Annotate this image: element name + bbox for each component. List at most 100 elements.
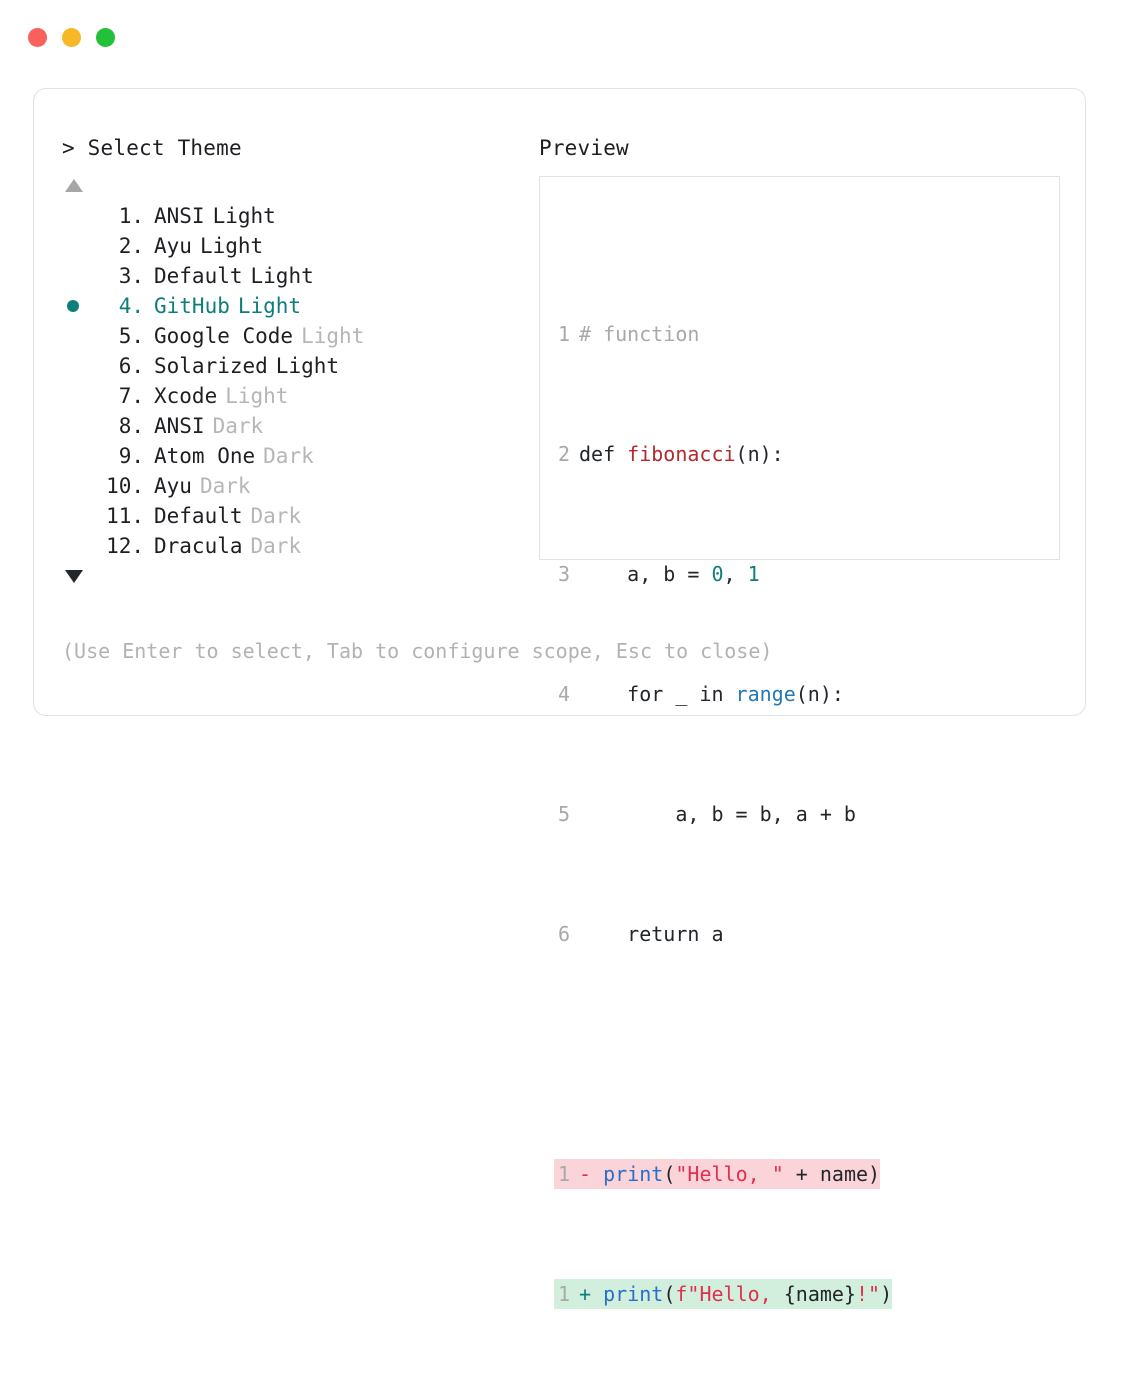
theme-item-index: 4. [118,294,144,318]
code-line-blank [554,1039,1059,1069]
code-token-plain: ) [880,1282,893,1306]
theme-item-index: 6. [118,354,144,378]
code-token-plain: a, b = b, a + b [579,802,856,826]
code-token-interpolation: {name} [783,1282,856,1306]
list-marker-slot [62,351,96,381]
theme-item-variant: Dark [263,444,314,468]
line-number: 4 [557,682,570,706]
theme-item-index: 3. [118,264,144,288]
code-token-plain: (n): [795,682,844,706]
minimize-window-button[interactable] [62,28,81,47]
code-token-keyword: def [579,442,628,466]
theme-item-index: 1. [118,204,144,228]
diff-line-added: 1+ print(f"Hello, {name}!") [554,1279,893,1309]
list-marker-slot [62,441,96,471]
theme-item-name: Default [154,264,243,288]
theme-list-item[interactable]: 4. GitHub Light [62,291,532,321]
code-line-4: 4 for _ in range(n): [554,679,1059,709]
theme-item-index: 8. [118,414,144,438]
theme-item-variant: Dark [250,504,302,528]
code-token-plain: ( [663,1162,676,1186]
theme-item-index: 12. [106,534,144,558]
theme-item-name: GitHub [154,294,230,318]
theme-item-name: Xcode [154,384,218,408]
theme-list-item[interactable]: 12. Dracula Dark [62,531,532,561]
list-marker-slot [62,321,96,351]
code-token-plain: a, b = [579,562,712,586]
theme-item-name: ANSI [154,414,205,438]
theme-item-name: Solarized [154,354,268,378]
theme-item-variant: Dark [250,534,302,558]
code-token-string: f"Hello, [675,1282,784,1306]
diff-line-removed-wrap: 1- print("Hello, " + name) [554,1159,1059,1189]
line-number: 5 [557,802,570,826]
theme-item-variant: Dark [212,414,264,438]
line-number: 6 [557,922,570,946]
close-window-button[interactable] [28,28,47,47]
theme-list-item[interactable]: 5. Google Code Light [62,321,532,351]
code-token-plain: for _ in [579,682,736,706]
code-token-plain: return a [579,922,724,946]
preview-heading: Preview [539,136,629,160]
zoom-window-button[interactable] [96,28,115,47]
code-token-plain: , [723,562,748,586]
code-line-1: 1 # function [554,319,1059,349]
keyboard-hint: (Use Enter to select, Tab to configure s… [62,639,773,663]
code-token-string: "Hello, " [675,1162,784,1186]
code-line-5: 5 a, b = b, a + b [554,799,1059,829]
theme-item-index: 10. [106,474,144,498]
theme-item-name: Atom One [154,444,256,468]
theme-item-index: 5. [118,324,144,348]
list-marker-slot [62,501,96,531]
code-token-call: print [603,1162,664,1186]
theme-item-index: 11. [106,504,144,528]
code-token-number: 0 [711,562,724,586]
code-token-comment: # function [579,322,700,346]
theme-item-variant: Light [301,324,365,348]
theme-item-index: 7. [118,384,144,408]
theme-item-variant: Light [275,354,340,378]
diff-line-added-wrap: 1+ print(f"Hello, {name}!") [554,1279,1059,1309]
triangle-up-icon[interactable] [65,179,83,192]
theme-list-item[interactable]: 10. Ayu Dark [62,471,532,501]
selected-bullet-icon [67,300,79,312]
theme-list-item[interactable]: 6. Solarized Light [62,351,532,381]
theme-item-name: Dracula [154,534,243,558]
code-line-6: 6 return a [554,919,1059,949]
list-marker-slot [62,381,96,411]
theme-list-item[interactable]: 8. ANSI Dark [62,411,532,441]
diff-sign-added: + [579,1282,592,1306]
diff-sign-removed: - [579,1162,592,1186]
line-number: 3 [557,562,570,586]
code-line-3: 3 a, b = 0, 1 [554,559,1059,589]
theme-item-name: ANSI [154,204,205,228]
code-token-builtin: range [735,682,796,706]
line-number: 2 [557,442,570,466]
code-token-plain: + name) [783,1162,881,1186]
list-marker-slot [62,531,96,561]
line-number: 1 [557,322,570,346]
theme-item-variant: Light [237,294,302,318]
theme-item-name: Ayu [154,474,192,498]
triangle-down-icon[interactable] [65,570,83,583]
theme-item-variant: Light [250,264,314,288]
list-marker-slot [62,201,96,231]
code-token-plain: ( [663,1282,676,1306]
theme-item-variant: Dark [199,474,251,498]
theme-item-name: Google Code [154,324,294,348]
window-titlebar [28,28,115,47]
list-marker-slot [62,231,96,261]
list-marker-slot [62,261,96,291]
theme-list-item[interactable]: 3. Default Light [62,261,532,291]
